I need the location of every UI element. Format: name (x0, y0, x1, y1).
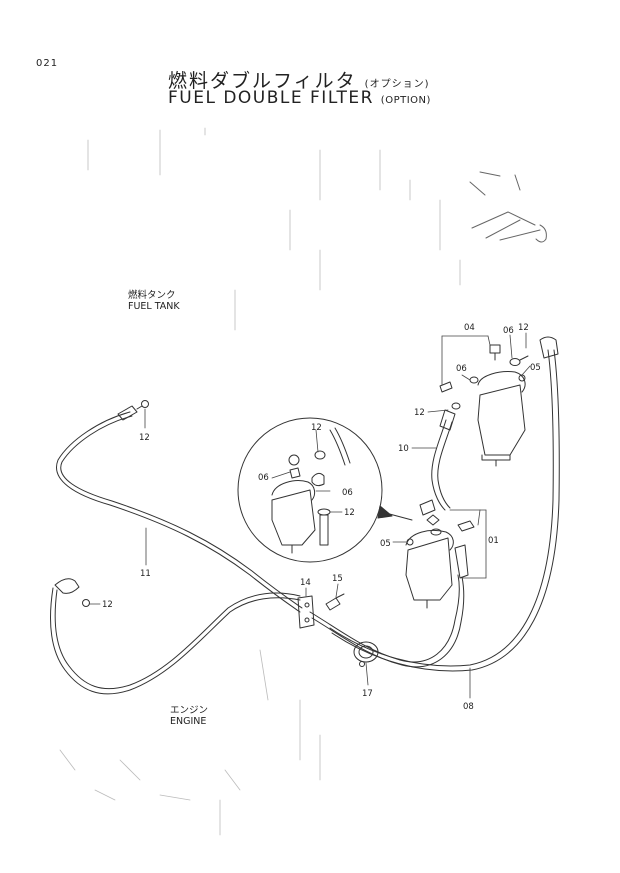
tank-fitting (117, 400, 149, 421)
callout-01: 01 (488, 536, 499, 546)
title-english: FUEL DOUBLE FILTER (OPTION) (168, 88, 431, 108)
title-japanese-option: (オプション) (364, 79, 430, 90)
title-japanese-text: 燃料ダブルフィルタ (168, 70, 357, 92)
background-ghost-bracket (469, 171, 547, 243)
callout-05-lower: 05 (380, 539, 391, 549)
callout-06-inset-b: 06 (342, 488, 353, 498)
title-english-option: (OPTION) (380, 95, 431, 106)
detail-inset (237, 417, 383, 563)
fuel-tank-label: 燃料タンク FUEL TANK (128, 290, 180, 312)
engine-label-en: ENGINE (170, 716, 207, 727)
fuel-tank-label-jp: 燃料タンク (128, 290, 176, 301)
callout-12-tank: 12 (139, 433, 150, 443)
engine-label: エンジン ENGINE (170, 705, 208, 727)
title-english-text: FUEL DOUBLE FILTER (168, 88, 374, 108)
callout-12-engine: 12 (102, 600, 113, 610)
fuel-tank-label-en: FUEL TANK (128, 301, 180, 312)
callout-12-inset-a: 12 (311, 423, 322, 433)
fuel-hose-11 (56, 411, 303, 613)
inset-arrow (377, 505, 413, 521)
callout-12-hose: 12 (414, 408, 425, 418)
callout-17: 17 (362, 689, 373, 699)
upper-filter-assembly (439, 344, 529, 467)
callout-11: 11 (140, 569, 151, 579)
background-ghost-lines (59, 127, 461, 836)
clamp-17 (353, 641, 379, 667)
callout-06-upper: 06 (503, 326, 514, 336)
engine-elbow-fitting (50, 578, 301, 695)
engine-label-jp: エンジン (170, 705, 209, 716)
callout-12-upper: 12 (518, 323, 529, 333)
callout-05-upper: 05 (530, 363, 541, 373)
callout-15: 15 (332, 574, 343, 584)
leader-lines (88, 332, 531, 699)
page-number: 021 (36, 58, 59, 69)
callout-12-inset-b: 12 (344, 508, 355, 518)
callout-06-upper-b: 06 (456, 364, 467, 374)
callout-08: 08 (463, 702, 474, 712)
callout-06-inset-a: 06 (258, 473, 269, 483)
callout-04: 04 (464, 323, 475, 333)
callout-14: 14 (300, 578, 311, 588)
hose-10 (431, 409, 456, 511)
lower-filter-assembly (405, 499, 475, 609)
callout-10: 10 (398, 444, 409, 454)
bracket-14 (297, 593, 345, 629)
callout-numbers: 01 04 05 05 06 06 06 06 08 10 11 12 12 1… (102, 323, 541, 712)
title-japanese: 燃料ダブルフィルタ (オプション) (168, 66, 429, 93)
return-hoses (309, 336, 560, 672)
